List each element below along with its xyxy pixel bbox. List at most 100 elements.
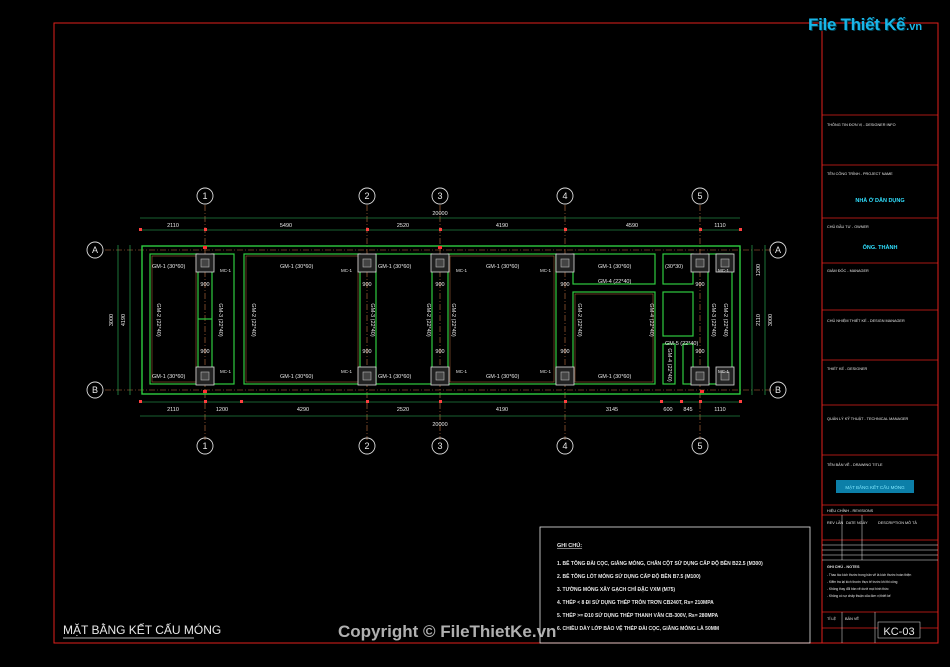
dim-top-1: 2110: [167, 223, 179, 229]
dim-bot-6: 3145: [606, 407, 618, 413]
dim-top-3: 2520: [397, 223, 409, 229]
beam-label: GM-3 (22*40): [369, 303, 375, 336]
sheet-title: MẶT BẰNG KẾT CẤU MÓNG: [63, 622, 221, 637]
dim-top-5: 4590: [626, 223, 638, 229]
note-item: 1. BÊ TÔNG ĐÀI CỌC, GIẰNG MÓNG, CHÂN CỘT…: [557, 559, 763, 567]
dim-bot-4: 2520: [397, 407, 409, 413]
pad-dim: 900: [200, 282, 209, 288]
tb-design-unit: THÔNG TIN ĐƠN VỊ - DESIGNER INFO: [827, 122, 896, 127]
mc-label: MC-1: [718, 369, 729, 374]
tb-drawing-name-box: [836, 480, 914, 493]
dim-right-3: 3000: [768, 314, 774, 326]
grid-col-5-bottom: 5: [697, 441, 702, 451]
dim-right-1: 1200: [756, 264, 762, 276]
mc-label: MC-1: [718, 268, 729, 273]
grid-col-4-top: 4: [562, 191, 567, 201]
dimension-lines: [117, 217, 766, 417]
notes-box: [539, 526, 811, 644]
grid-row-b-right: B: [775, 385, 781, 395]
tb-owner-name: ÔNG. THÀNH: [863, 243, 898, 251]
mc-label: MC-1: [456, 369, 467, 374]
beam-label: GM-1 (30*60): [378, 264, 411, 270]
copyright-watermark: Copyright © FileThietKe.vn: [338, 622, 557, 641]
beam-label: GM-4 (22*40): [666, 348, 672, 381]
dim-bot-8: 845: [683, 407, 692, 413]
dim-bot-1: 2110: [167, 407, 179, 413]
title-block-lines: [822, 114, 938, 629]
beam-label: GM-2 (22*40): [250, 303, 256, 336]
notes-title: GHI CHÚ:: [557, 542, 582, 549]
grid-col-1-bottom: 1: [202, 441, 207, 451]
tb-project-label: TÊN CÔNG TRÌNH - PROJECT NAME: [827, 171, 893, 176]
tb-note: - Thao tác kích thước trong bản vẽ là kí…: [827, 573, 911, 577]
pad-dim: 900: [695, 282, 704, 288]
note-item: 6. CHIỀU DÀY LỚP BẢO VỆ THÉP ĐÀI CỌC, GI…: [557, 624, 719, 632]
mc-label: MC-1: [341, 369, 352, 374]
tb-owner-label: CHỦ ĐẦU TƯ - OWNER: [827, 224, 869, 229]
tb-manager-label: GIÁM ĐỐC - MANAGER: [827, 268, 869, 273]
tb-tech-label: QUẢN LÝ KỸ THUẬT - TECHNICAL MANAGER: [827, 416, 909, 421]
beam-label: GM-4 (22*40): [598, 279, 631, 285]
beam-label: GM-1 (30*60): [378, 374, 411, 380]
note-item: 3. TƯỜNG MÓNG XÂY GẠCH CHỈ ĐẶC VXM (M75): [557, 585, 675, 593]
dim-top-total: 20000: [432, 211, 447, 217]
grid-row-b-left: B: [92, 385, 98, 395]
pad-dim: 900: [695, 349, 704, 355]
grid-col-3-bottom: 3: [437, 441, 442, 451]
pad-dim: 900: [362, 349, 371, 355]
beam-label: GM-4 (22*40): [648, 303, 654, 336]
beam-label: GM-1 (30*60): [486, 264, 519, 270]
title-block-border: [821, 22, 939, 644]
beam-label: GM-1 (30*60): [152, 374, 185, 380]
beam-label: GM-2 (22*40): [576, 303, 582, 336]
beam-label: GM-1 (30*60): [280, 374, 313, 380]
grid-col-3-top: 3: [437, 191, 442, 201]
mc-label: MC-1: [456, 268, 467, 273]
pad-dim: 900: [560, 349, 569, 355]
dim-bot-2: 1200: [216, 407, 228, 413]
pad-dim: 900: [435, 349, 444, 355]
dim-top-2: 5490: [280, 223, 292, 229]
tb-rev-col: REV LẦN: [827, 521, 844, 525]
sheet-code: KC-03: [883, 626, 914, 638]
tb-note: - Không có sự chấp thuận của đơn vị thiế…: [827, 594, 891, 598]
grid-col-5-top: 5: [697, 191, 702, 201]
grid-col-1-top: 1: [202, 191, 207, 201]
tb-pm-label: CHỦ NHIỆM THIẾT KẾ - DESIGN MANAGER: [827, 318, 905, 323]
beam-label: GM-1 (30*60): [598, 374, 631, 380]
dimension-ticks: [139, 228, 742, 403]
mc-label: MC-1: [220, 369, 231, 374]
dim-bottom-total: 20000: [432, 422, 447, 428]
tb-scale-label: TỈ LỆ: [827, 616, 837, 621]
pad-dim: 900: [362, 282, 371, 288]
tb-project-name: NHÀ Ở DÂN DỤNG: [855, 197, 904, 204]
grid-col-4-bottom: 4: [562, 441, 567, 451]
mc-label: MC-1: [540, 369, 551, 374]
tb-drawing-name: MẶT BẰNG KẾT CẤU MÓNG: [845, 483, 905, 490]
foundation-beams: [149, 253, 733, 385]
grid-col-2-top: 2: [364, 191, 369, 201]
dim-top-4: 4190: [496, 223, 508, 229]
grid-col-2-bottom: 2: [364, 441, 369, 451]
dim-bot-9: 1110: [714, 407, 725, 413]
beam-label: (30*30): [665, 264, 683, 270]
beam-label: GM-3 (22*40): [217, 303, 223, 336]
dim-bot-5: 4190: [496, 407, 508, 413]
beam-label: GM-2 (22*40): [425, 303, 431, 336]
note-item: 2. BÊ TÔNG LÓT MÓNG SỬ DỤNG CẤP ĐỘ BỀN B…: [557, 572, 701, 580]
pad-dim: 900: [200, 349, 209, 355]
mc-label: MC-1: [341, 268, 352, 273]
sheet-border: [53, 22, 823, 644]
tb-rev-col: DATE NGÀY: [846, 521, 868, 525]
note-item: 5. THÉP >= Đ10 SỬ DỤNG THÉP THANH VẰN CB…: [557, 611, 718, 619]
beam-label: GM-1 (30*60): [280, 264, 313, 270]
dim-right-2: 2110: [756, 314, 762, 326]
beam-label: GM-2 (22*40): [722, 303, 728, 336]
axis-lines: [105, 205, 775, 440]
beam-label: GM-2 (22*40): [155, 303, 161, 336]
tb-designer-label: THIẾT KẾ - DESIGNER: [827, 366, 867, 371]
note-item: 4. THÉP < 8 ĐI SỬ DỤNG THÉP TRÒN TRƠN CB…: [557, 598, 714, 606]
dim-bot-3: 4290: [297, 407, 309, 413]
beam-label: GM-3 (22*40): [710, 303, 716, 336]
